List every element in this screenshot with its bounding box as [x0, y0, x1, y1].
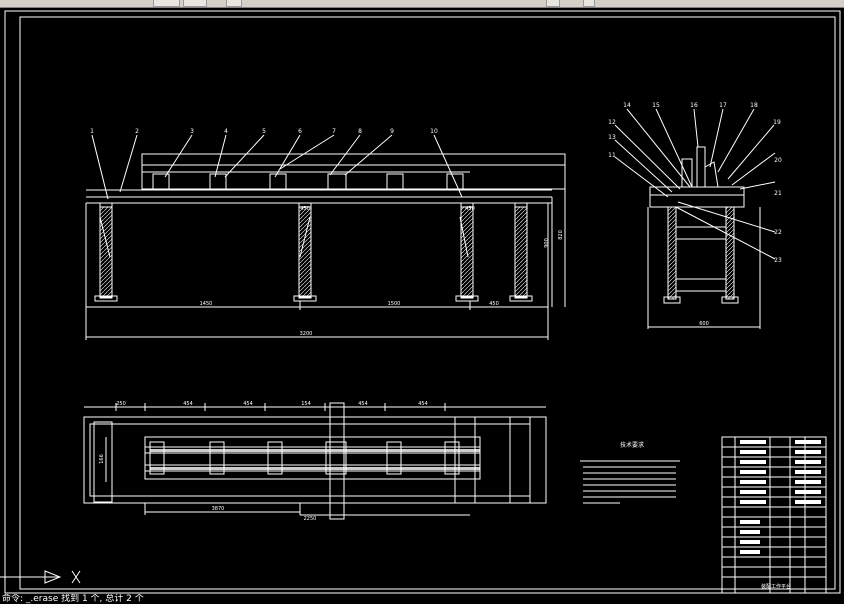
notes-title: 技术要求 — [620, 441, 644, 449]
balloon-4: 4 — [224, 128, 228, 135]
dim-h1: 900 — [544, 238, 550, 248]
dim-h2: 820 — [558, 230, 564, 240]
toolbar-button[interactable] — [183, 0, 207, 7]
side-view — [614, 108, 776, 329]
toolbar-button[interactable] — [546, 0, 560, 7]
technical-notes — [580, 460, 680, 504]
title-block-text — [740, 440, 821, 554]
dim-right: 450 — [489, 301, 499, 307]
plan-dim-1: 250 — [116, 401, 126, 407]
dim-total: 3200 — [300, 331, 313, 337]
side-balloon-17: 17 — [719, 102, 727, 109]
dim-left: 1450 — [200, 301, 213, 307]
side-balloon-21: 21 — [774, 190, 782, 197]
ucs-icon — [0, 570, 81, 584]
plan-dim-6: 454 — [418, 401, 428, 407]
side-balloon-23: 23 — [774, 257, 782, 264]
side-balloon-16: 16 — [690, 102, 698, 109]
side-balloon-20: 20 — [774, 157, 782, 164]
plan-dim-3: 454 — [243, 401, 253, 407]
dim-top2: 450 — [465, 206, 475, 212]
side-balloon-15: 15 — [652, 102, 660, 109]
side-balloon-22: 22 — [774, 229, 782, 236]
plan-dim-bottom2: 2250 — [304, 516, 317, 522]
plan-dim-left: 166 — [99, 454, 105, 464]
balloon-3: 3 — [190, 128, 194, 135]
plan-dim-bottom1: 3870 — [212, 506, 225, 512]
balloon-2: 2 — [135, 128, 139, 135]
balloon-5: 5 — [262, 128, 266, 135]
cad-drawing-canvas[interactable]: 1 2 3 4 5 6 7 8 9 10 14 15 16 17 18 19 2… — [0, 7, 844, 594]
title-block — [721, 436, 827, 594]
balloon-7: 7 — [332, 128, 336, 135]
dim-top1: 450 — [300, 206, 310, 212]
toolbar-dropdown[interactable] — [226, 0, 242, 7]
balloon-1: 1 — [90, 128, 94, 135]
balloon-9: 9 — [390, 128, 394, 135]
side-balloon-11: 11 — [608, 152, 616, 159]
side-balloon-13: 13 — [608, 134, 616, 141]
plan-view — [83, 402, 547, 520]
drawing-border — [4, 10, 841, 594]
drawing-frame — [19, 16, 836, 590]
side-balloon-14: 14 — [623, 102, 631, 109]
balloon-6: 6 — [298, 128, 302, 135]
plan-dim-2: 454 — [183, 401, 193, 407]
title-block-name: 装配工作平台 — [761, 583, 791, 590]
toolbar — [0, 0, 844, 8]
command-line-text: 命令: _.erase 找到 1 个, 总计 2 个 — [2, 594, 144, 604]
front-view — [85, 134, 566, 340]
command-line[interactable]: 命令: _.erase 找到 1 个, 总计 2 个 — [0, 594, 844, 604]
side-balloon-19: 19 — [773, 119, 781, 126]
plan-hatching — [150, 449, 480, 470]
plan-dim-4: 154 — [301, 401, 311, 407]
side-balloon-18: 18 — [750, 102, 758, 109]
toolbar-button[interactable] — [153, 0, 180, 7]
plan-dim-5: 454 — [358, 401, 368, 407]
toolbar-button[interactable] — [583, 0, 595, 7]
dim-side-width: 600 — [699, 321, 709, 327]
dim-mid: 1500 — [388, 301, 401, 307]
balloon-8: 8 — [358, 128, 362, 135]
side-balloon-12: 12 — [608, 119, 616, 126]
balloon-10: 10 — [430, 128, 438, 135]
